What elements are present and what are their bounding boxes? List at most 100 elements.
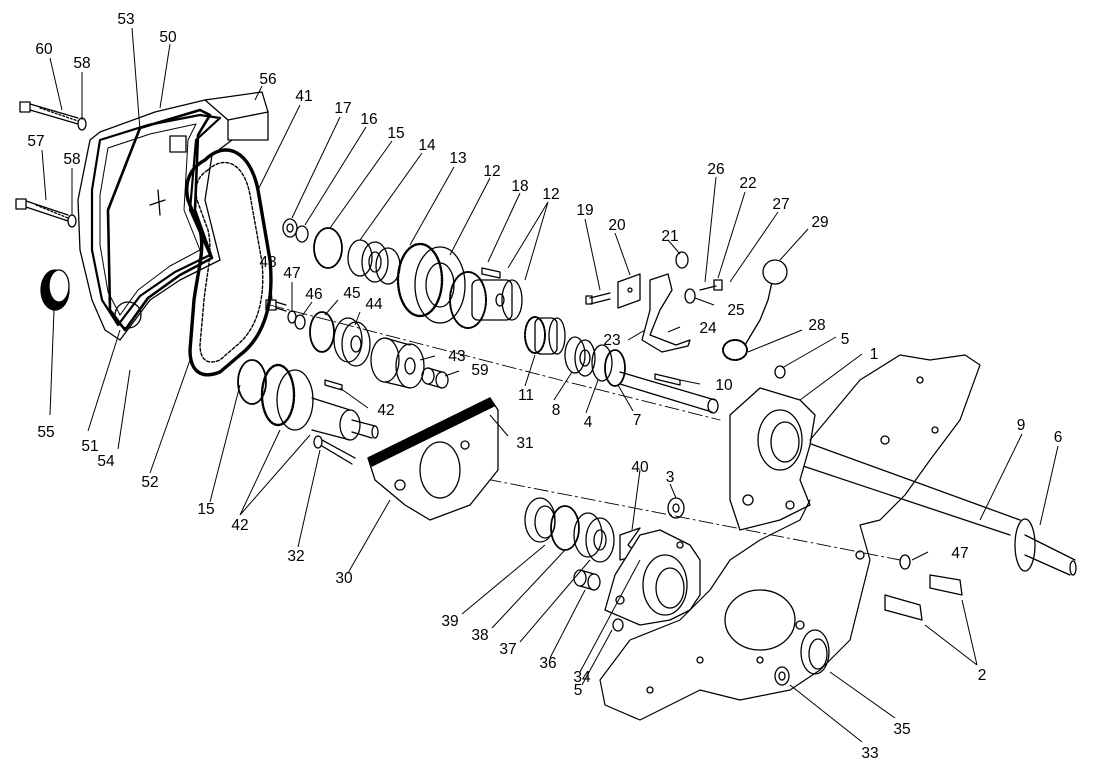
part-label-50: 50 [159, 29, 177, 46]
bolt-60 [19, 101, 79, 125]
drive-belt [185, 148, 273, 377]
part-label-30: 30 [335, 570, 353, 587]
part-label-23: 23 [603, 332, 620, 349]
part-label-31: 31 [516, 435, 533, 452]
washer-46 [294, 314, 306, 330]
part-label-26: 26 [707, 161, 724, 178]
part-label-28: 28 [808, 317, 825, 334]
grease-fitting-5-upper [774, 365, 786, 379]
nut-3 [667, 497, 685, 519]
part-label-42: 42 [377, 402, 394, 419]
grease-fitting-5-lower [612, 618, 624, 632]
part-label-21: 21 [661, 228, 678, 245]
center-line-upper [269, 304, 721, 421]
part-label-2: 2 [978, 667, 987, 684]
part-label-8: 8 [552, 402, 561, 419]
washer-16 [295, 225, 309, 243]
part-label-56: 56 [259, 71, 276, 88]
part-label-55: 55 [37, 424, 54, 441]
part-label-57: 57 [27, 133, 44, 150]
snap-ring-15-lower [237, 359, 267, 405]
part-label-10: 10 [715, 377, 733, 394]
hub-12 [449, 271, 523, 329]
bolt-2-upper [929, 574, 963, 596]
part-label-5: 5 [574, 682, 583, 699]
washer-25 [684, 288, 696, 304]
part-label-15: 15 [387, 125, 404, 142]
part-label-37: 37 [499, 641, 516, 658]
part-label-3: 3 [666, 469, 675, 486]
washer-58-lower [67, 214, 77, 228]
belt-guard-30 [367, 397, 499, 521]
part-label-46: 46 [305, 286, 322, 303]
shift-handle-29 [744, 259, 788, 346]
bolt-57 [15, 198, 69, 222]
part-label-59: 59 [471, 362, 488, 379]
part-label-27: 27 [772, 196, 789, 213]
nut-21 [675, 251, 689, 269]
snap-ring-7 [604, 349, 626, 387]
part-label-13: 13 [449, 150, 466, 167]
part-label-17: 17 [334, 100, 351, 117]
part-label-9: 9 [1017, 417, 1026, 434]
part-label-32: 32 [287, 548, 304, 565]
seal-39 [524, 497, 556, 543]
idler-43 [370, 337, 425, 389]
seal-35 [800, 629, 830, 675]
part-label-12: 12 [542, 186, 559, 203]
part-label-34: 34 [573, 669, 591, 686]
part-label-29: 29 [811, 214, 828, 231]
part-label-52: 52 [141, 474, 158, 491]
snap-ring-15-upper [313, 227, 343, 269]
idler-44 [333, 317, 371, 367]
part-label-16: 16 [360, 111, 377, 128]
part-label-48: 48 [259, 254, 276, 271]
part-label-47: 47 [951, 545, 968, 562]
main-shaft-9 [799, 439, 1077, 576]
shift-lever-24 [641, 273, 691, 353]
part-label-14: 14 [418, 137, 436, 154]
gasket-53 [106, 108, 214, 332]
part-label-24: 24 [699, 320, 717, 337]
part-label-6: 6 [1054, 429, 1063, 446]
part-label-35: 35 [893, 721, 910, 738]
bolt-48 [265, 299, 287, 312]
bolt-22 [699, 279, 723, 291]
boot-28 [722, 339, 748, 361]
spacer-36 [573, 569, 601, 591]
part-label-42: 42 [231, 517, 248, 534]
housing-1 [729, 387, 816, 531]
spacer-59 [421, 367, 449, 389]
part-label-5: 5 [841, 331, 850, 348]
washer-4 [591, 344, 613, 382]
part-label-47: 47 [283, 265, 300, 282]
part-label-19: 19 [576, 202, 593, 219]
part-label-38: 38 [471, 627, 488, 644]
part-label-25: 25 [727, 302, 744, 319]
housing-40 [604, 529, 701, 626]
part-label-45: 45 [343, 285, 360, 302]
part-label-15: 15 [197, 501, 214, 518]
washer-47-lower [899, 554, 911, 570]
plug-cap-55 [40, 269, 70, 311]
part-label-36: 36 [539, 655, 556, 672]
part-label-22: 22 [739, 175, 756, 192]
bearing-14 [347, 239, 401, 285]
bolt-32 [313, 435, 356, 465]
gear-42 [260, 363, 379, 441]
part-label-51: 51 [81, 438, 98, 455]
part-label-58: 58 [73, 55, 90, 72]
part-label-41: 41 [295, 88, 312, 105]
bolt-2-lower [884, 594, 923, 621]
part-label-60: 60 [35, 41, 53, 58]
part-label-11: 11 [518, 387, 534, 404]
input-shaft [619, 371, 719, 414]
key-42 [324, 379, 343, 391]
part-label-20: 20 [608, 217, 626, 234]
part-label-18: 18 [511, 178, 528, 195]
cover-block [204, 91, 269, 141]
bearing-37 [573, 512, 615, 563]
part-label-54: 54 [97, 453, 115, 470]
